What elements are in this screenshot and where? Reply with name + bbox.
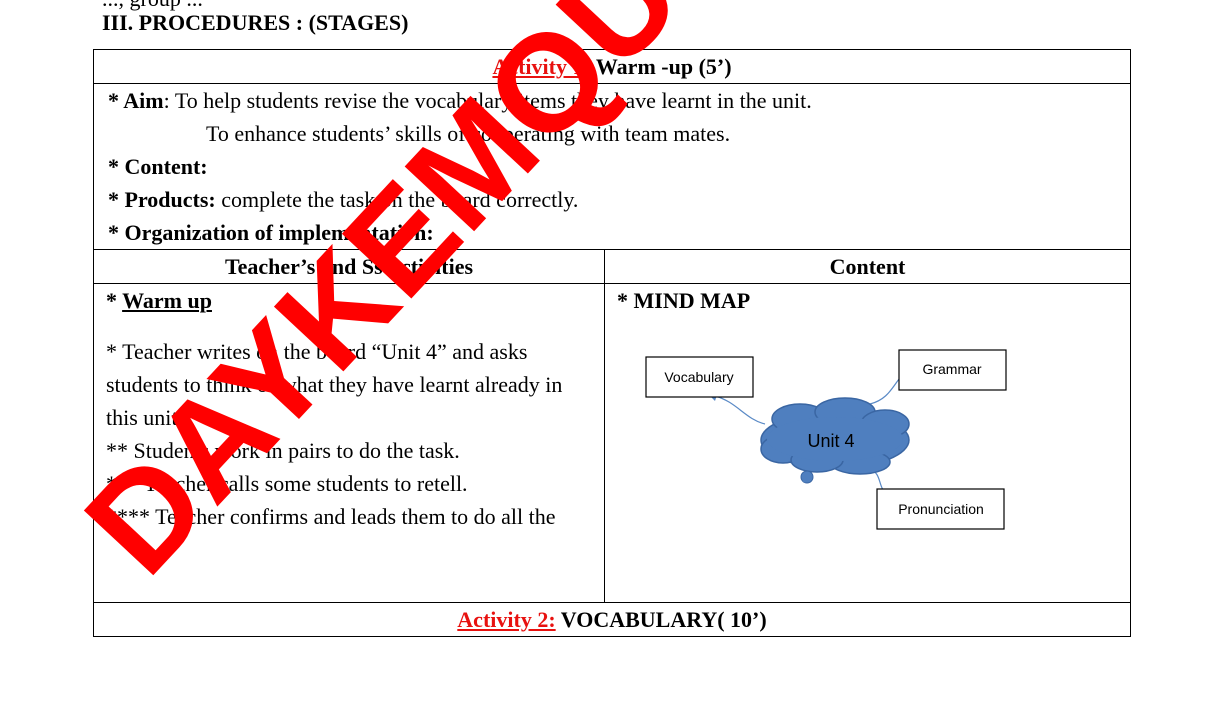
activity1-header: Activity 1: Warm -up (5’) [93,49,1131,84]
content-label: * Content: [108,154,208,179]
column-header-right: Content [604,249,1131,284]
activity1-body-row: * Warm up * Teacher writes on the board … [93,283,1131,603]
activity2-title: VOCABULARY( 10’) [555,607,767,632]
products-line: * Products: complete the task on the boa… [108,183,1116,216]
activity1-title: : Warm -up (5’) [583,54,732,79]
section-title: III. PROCEDURES : (STAGES) [102,10,409,35]
aim-line-2: To enhance students’ skills of cooperati… [206,121,731,146]
aim-text: : To help students revise the vocabulary… [163,88,812,113]
activity-step-1: * Teacher writes on the board “Unit 4” a… [106,339,563,430]
warm-up-heading: * Warm up [106,284,592,317]
mind-map-diagram: Unit 4 Vocabulary Grammar Pronunciation [645,349,1007,530]
activity2-header: Activity 2: VOCABULARY( 10’) [93,602,1131,637]
activity1-label: Activity 1 [492,54,584,79]
aim-line: * Aim: To help students revise the vocab… [108,84,1116,117]
top-partial-line: ..., group ... [102,0,203,12]
lesson-table: Activity 1: Warm -up (5’) * Aim: To help… [93,49,1131,637]
organization-label: * Organization of implementation: [108,220,434,245]
aim-label: * Aim [108,88,164,113]
column-header-left: Teacher’s and Ss’activities [93,249,605,284]
content-line: * Content: [108,150,1116,183]
activity2-header-row: Activity 2: VOCABULARY( 10’) [93,602,1131,637]
activity-step-3: *** Teacher calls some students to retel… [106,471,468,496]
column-header-row: Teacher’s and Ss’activities Content [93,249,1131,284]
warm-up-prefix: * [106,288,123,313]
node-box-grammar [898,349,1007,391]
node-pronunciation: Pronunciation [898,501,984,517]
activity1-header-row: Activity 1: Warm -up (5’) [93,49,1131,84]
activity1-info: * Aim: To help students revise the vocab… [93,83,1131,250]
cloud-unit-4 [760,397,910,484]
products-text: complete the task on the board correctly… [215,187,579,212]
node-vocabulary: Vocabulary [664,369,733,385]
content-cell: * MIND MAP Unit 4 [604,283,1131,603]
warm-up-label: Warm up [122,288,212,313]
activity1-info-row: * Aim: To help students revise the vocab… [93,83,1131,250]
products-label: * Products: [108,187,216,212]
activity-step-4: **** Teacher confirms and leads them to … [106,504,556,529]
activities-cell: * Warm up * Teacher writes on the board … [93,283,605,603]
connector-vocabulary [714,395,766,425]
organization-line: * Organization of implementation: [108,216,1116,249]
node-box-pronunciation [876,488,1005,530]
activity2-label: Activity 2: [457,607,556,632]
node-grammar: Grammar [922,361,981,377]
activity-step-2: ** Students work in pairs to do the task… [106,438,460,463]
mind-map-title: * MIND MAP [617,288,751,313]
cloud-label: Unit 4 [807,431,854,451]
node-box-vocabulary [645,356,754,398]
